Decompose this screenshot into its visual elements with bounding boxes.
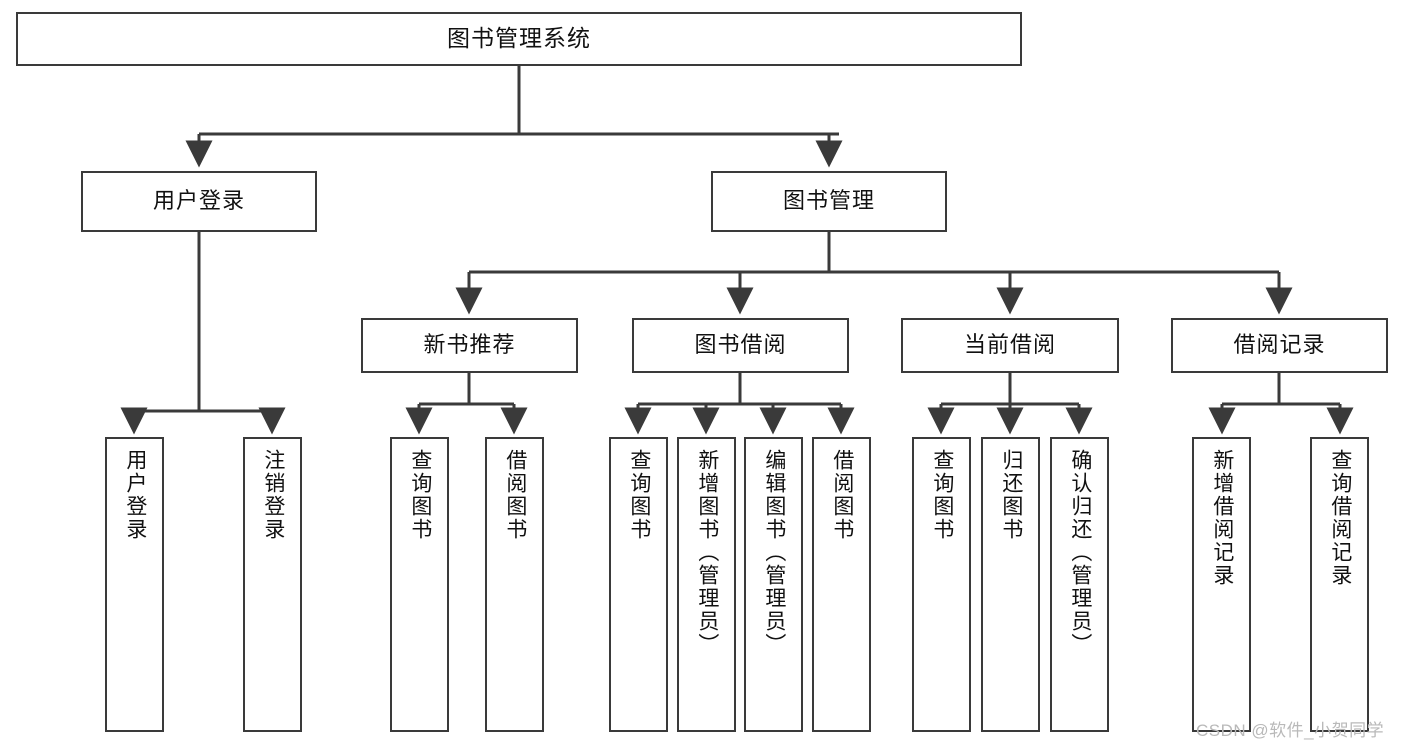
node-label: 新增借阅记录 xyxy=(1210,449,1234,587)
node-user-login[interactable]: 用户登录 xyxy=(81,171,317,232)
node-label: 查询图书 xyxy=(930,449,954,541)
leaf-book-borrow-borrow[interactable]: 借阅图书 xyxy=(812,437,871,732)
leaf-borrow-record-add[interactable]: 新增借阅记录 xyxy=(1192,437,1251,732)
leaf-user-login-login[interactable]: 用户登录 xyxy=(105,437,164,732)
node-current-borrow[interactable]: 当前借阅 xyxy=(901,318,1119,373)
leaf-current-borrow-confirm-return[interactable]: 确认归还（管理员） xyxy=(1050,437,1109,732)
leaf-current-borrow-return[interactable]: 归还图书 xyxy=(981,437,1040,732)
node-label: 图书管理 xyxy=(782,188,875,214)
node-root-system[interactable]: 图书管理系统 xyxy=(16,12,1022,66)
leaf-book-borrow-query[interactable]: 查询图书 xyxy=(609,437,668,732)
csdn-watermark: CSDN @软件_小贺同学 xyxy=(1196,721,1385,740)
node-label: 确认归还（管理员） xyxy=(1068,449,1092,656)
node-label: 编辑图书（管理员） xyxy=(762,449,786,656)
leaf-book-borrow-add[interactable]: 新增图书（管理员） xyxy=(677,437,736,732)
node-label: 用户登录 xyxy=(123,449,147,541)
node-book-management[interactable]: 图书管理 xyxy=(711,171,947,232)
node-label: 图书管理系统 xyxy=(447,25,591,52)
node-label: 借阅图书 xyxy=(503,449,527,541)
leaf-new-book-borrow[interactable]: 借阅图书 xyxy=(485,437,544,732)
node-label: 用户登录 xyxy=(152,188,245,214)
node-label: 借阅图书 xyxy=(830,449,854,541)
node-label: 当前借阅 xyxy=(963,332,1056,358)
leaf-book-borrow-edit[interactable]: 编辑图书（管理员） xyxy=(744,437,803,732)
node-label: 新增图书（管理员） xyxy=(695,449,719,656)
leaf-new-book-query[interactable]: 查询图书 xyxy=(390,437,449,732)
node-label: 查询图书 xyxy=(627,449,651,541)
node-label: 查询借阅记录 xyxy=(1328,449,1352,587)
leaf-borrow-record-query[interactable]: 查询借阅记录 xyxy=(1310,437,1369,732)
leaf-current-borrow-query[interactable]: 查询图书 xyxy=(912,437,971,732)
node-label: 借阅记录 xyxy=(1233,332,1326,358)
node-label: 图书借阅 xyxy=(694,332,787,358)
node-new-book-recommend[interactable]: 新书推荐 xyxy=(361,318,578,373)
node-book-borrow[interactable]: 图书借阅 xyxy=(632,318,849,373)
leaf-user-login-logout[interactable]: 注销登录 xyxy=(243,437,302,732)
node-label: 注销登录 xyxy=(261,449,285,541)
node-borrow-record[interactable]: 借阅记录 xyxy=(1171,318,1388,373)
node-label: 查询图书 xyxy=(408,449,432,541)
node-label: 归还图书 xyxy=(999,449,1023,541)
node-label: 新书推荐 xyxy=(423,332,516,358)
